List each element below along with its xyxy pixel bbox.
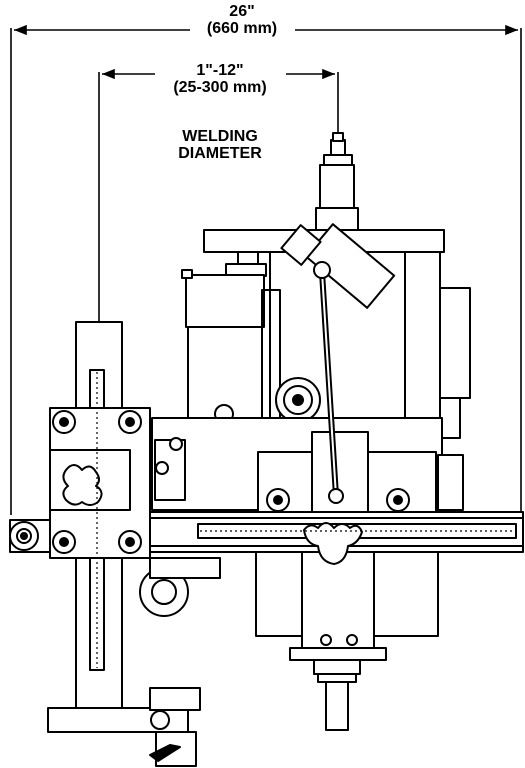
top-cylinder [315, 132, 359, 231]
overall-dimension-imperial: 26" [229, 3, 255, 20]
lower-carriage [255, 551, 439, 731]
drive-roller [275, 377, 321, 423]
column-rollers [52, 410, 142, 554]
column-knob [62, 464, 103, 506]
overall-dimension-line [10, 24, 522, 515]
welding-range-metric: (25-300 mm) [173, 79, 267, 96]
title-line-1: WELDING [182, 128, 258, 145]
cable-reel [139, 557, 221, 617]
title-line-2: DIAMETER [178, 145, 262, 162]
tilted-actuator [280, 223, 396, 309]
center-plate [151, 417, 464, 517]
welding-range-dimension-line [98, 68, 339, 322]
connecting-rod [313, 261, 344, 504]
overall-dimension-label: 26" (660 mm) [190, 3, 294, 37]
bottom-bracket [47, 687, 201, 767]
welding-diameter-title: WELDING DIAMETER [150, 128, 290, 162]
overall-dimension-metric: (660 mm) [206, 20, 278, 37]
welding-range-imperial: 1"-12" [196, 62, 244, 79]
vertical-column [49, 321, 151, 711]
left-wheel [9, 519, 51, 553]
rail-knob [303, 522, 363, 565]
motor-box [181, 263, 281, 433]
rail-ticks [96, 372, 515, 668]
welding-range-label: 1"-12" (25-300 mm) [155, 62, 285, 96]
